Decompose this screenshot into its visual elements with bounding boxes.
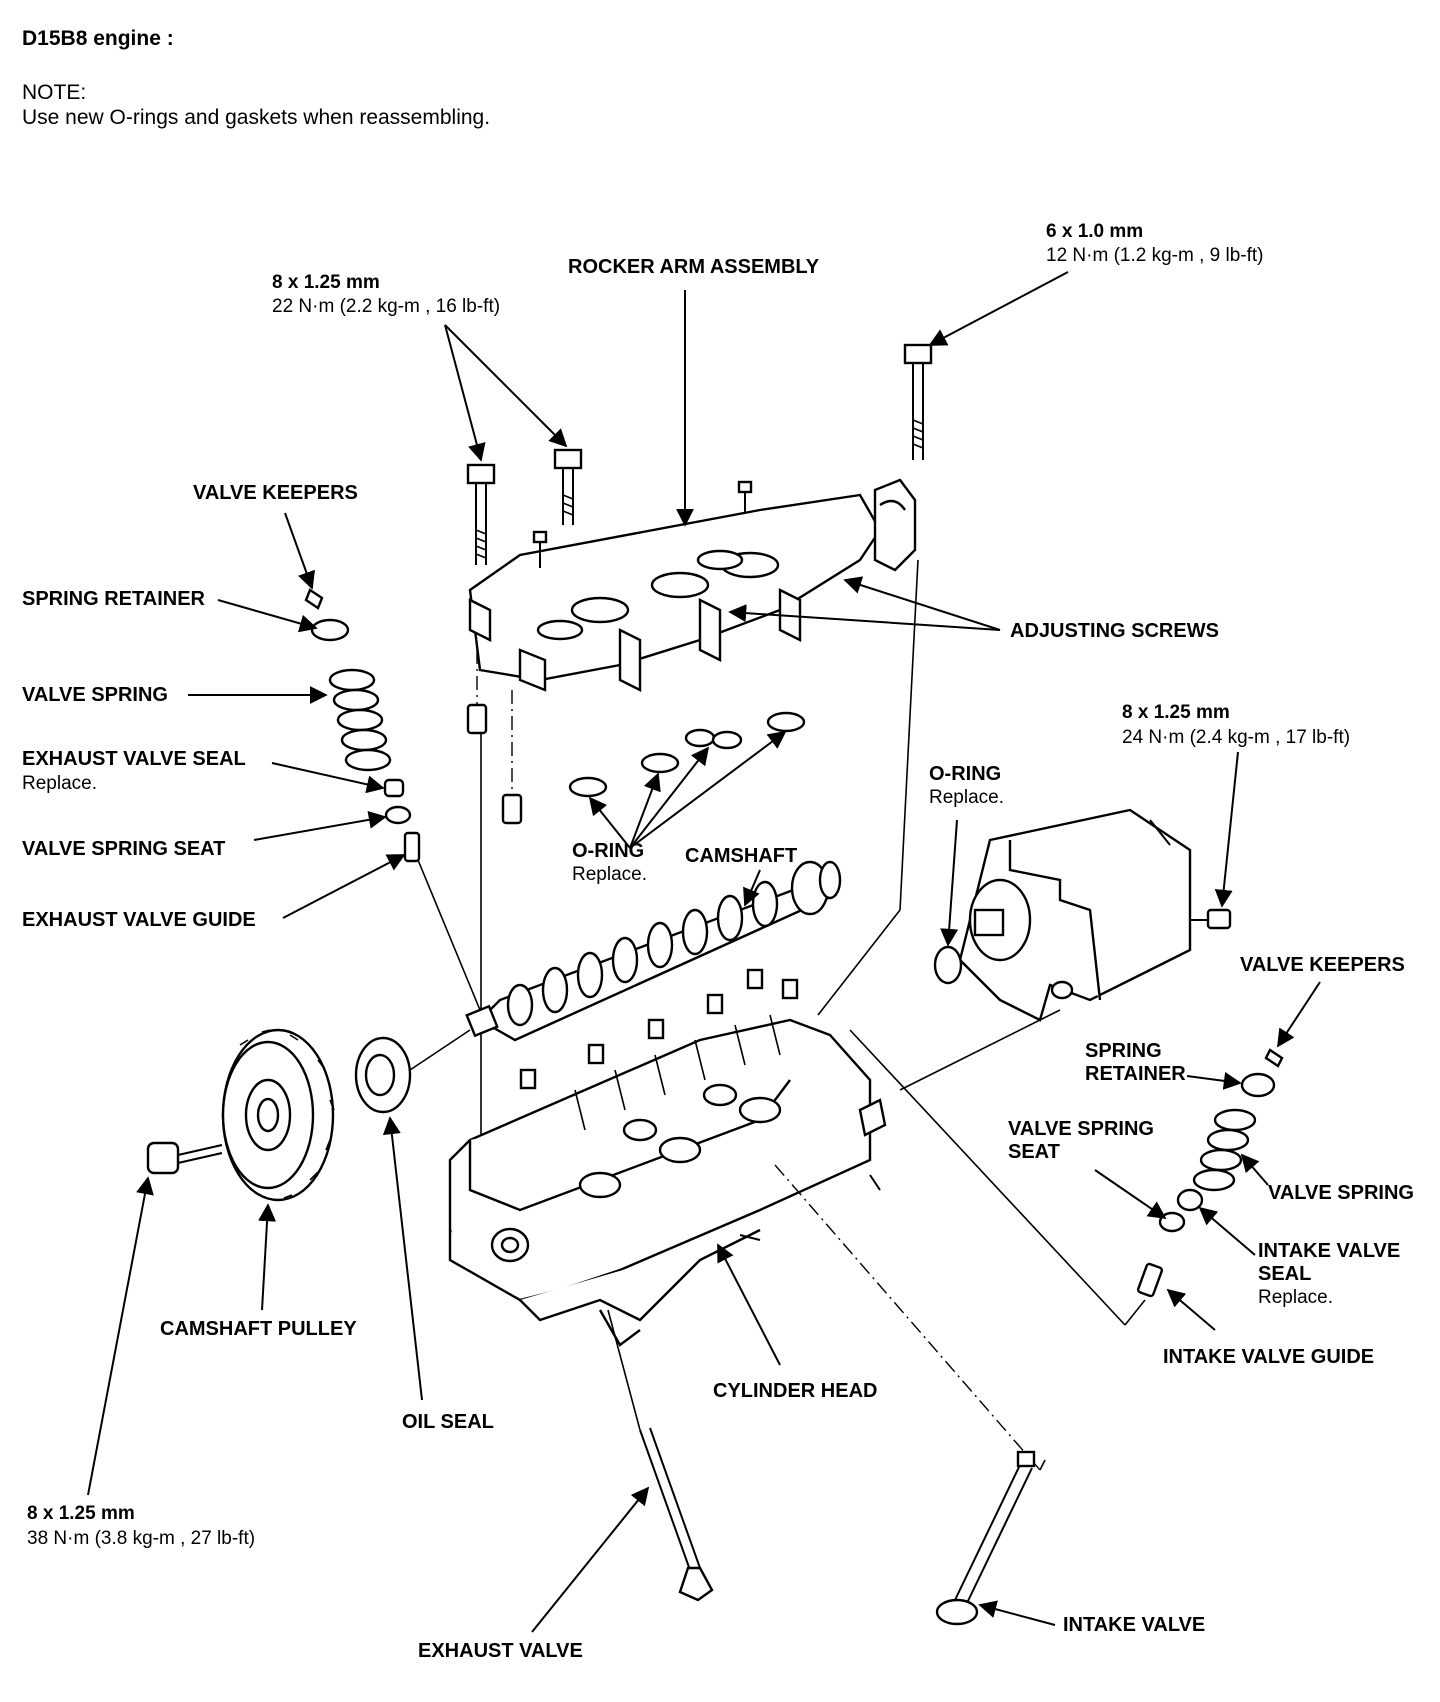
- rocker-bolt-size: 8 x 1.25 mm: [272, 272, 380, 293]
- label-exhaust-valve-guide: EXHAUST VALVE GUIDE: [22, 909, 256, 931]
- note-text: Use new O-rings and gaskets when reassem…: [22, 106, 491, 129]
- distributor-drawing: [958, 808, 1192, 1022]
- exhaust-valve-guide-drawing: [403, 831, 421, 863]
- top-right-bolt-torque: 12 N·m (1.2 kg-m , 9 lb-ft): [1046, 245, 1264, 266]
- spring-retainer-right-drawing: [1240, 1072, 1276, 1098]
- valve-spring-seat-right-drawing: [1158, 1211, 1186, 1233]
- label-camshaft-pulley: CAMSHAFT PULLEY: [160, 1318, 357, 1340]
- distributor-bolt-torque: 24 N·m (2.4 kg-m , 17 lb-ft): [1122, 727, 1351, 748]
- top-right-bolt-size: 6 x 1.0 mm: [1046, 221, 1144, 242]
- label-adjusting-screws: ADJUSTING SCREWS: [1010, 620, 1219, 642]
- label-spring-retainer-left: SPRING RETAINER: [22, 588, 205, 610]
- label-valve-spring-seat-left: VALVE SPRING SEAT: [22, 838, 226, 860]
- o-ring-4: [766, 711, 806, 733]
- intake-valve-guide-drawing: [1136, 1262, 1164, 1298]
- exhaust-valve-drawing: [607, 1309, 714, 1602]
- label-oil-seal: OIL SEAL: [402, 1411, 494, 1433]
- leader-lines: [87, 271, 1321, 1633]
- label-intake-valve-seal-1: INTAKE VALVE: [1258, 1240, 1401, 1262]
- label-o-ring-center: O-RING: [572, 840, 645, 862]
- o-ring-3a: [684, 728, 716, 748]
- intake-valve-seal-drawing: [1176, 1188, 1204, 1212]
- valve-keepers-right-drawing: [1264, 1048, 1284, 1068]
- valve-spring-left-drawing: [328, 668, 392, 772]
- label-intake-valve-seal-note: Replace.: [1258, 1287, 1333, 1308]
- label-valve-spring-right: VALVE SPRING: [1268, 1182, 1414, 1204]
- pulley-bolt-size: 8 x 1.25 mm: [27, 1503, 135, 1524]
- o-ring-right-drawing: [933, 945, 963, 985]
- note-label: NOTE:: [22, 81, 87, 104]
- camshaft-drawing: [465, 860, 842, 1042]
- label-spring-retainer-right-1: SPRING: [1085, 1040, 1162, 1062]
- distributor-bolt-drawing: [1206, 908, 1232, 930]
- top-right-bolt: [903, 343, 933, 460]
- valve-stems: [519, 968, 799, 1090]
- label-valve-spring-seat-right-1: VALVE SPRING: [1008, 1118, 1154, 1140]
- label-o-ring-center-note: Replace.: [572, 864, 647, 885]
- o-ring-1: [568, 776, 608, 798]
- intake-valve-drawing: [774, 1164, 1046, 1626]
- label-valve-keepers-left: VALVE KEEPERS: [193, 482, 358, 504]
- label-spring-retainer-right-2: RETAINER: [1085, 1063, 1186, 1085]
- rocker-arm-assembly-drawing: [468, 478, 917, 692]
- rocker-bolt-torque: 22 N·m (2.2 kg-m , 16 lb-ft): [272, 296, 501, 317]
- o-ring-2: [640, 752, 680, 774]
- label-exhaust-valve: EXHAUST VALVE: [418, 1640, 583, 1662]
- label-intake-valve-guide: INTAKE VALVE GUIDE: [1163, 1346, 1375, 1368]
- label-valve-keepers-right: VALVE KEEPERS: [1240, 954, 1405, 976]
- label-exhaust-valve-seal-note: Replace.: [22, 773, 97, 794]
- o-ring-3b: [711, 730, 743, 750]
- label-exhaust-valve-seal: EXHAUST VALVE SEAL: [22, 748, 246, 770]
- engine-heading: D15B8 engine :: [22, 27, 174, 50]
- dowel-pin-left: [466, 703, 488, 735]
- rocker-bolt-left: [466, 463, 496, 565]
- spring-retainer-left-drawing: [310, 618, 350, 642]
- rocker-bolt-right: [553, 448, 583, 525]
- label-intake-valve: INTAKE VALVE: [1063, 1614, 1206, 1636]
- label-valve-spring-left: VALVE SPRING: [22, 684, 168, 706]
- dowel-pin-center: [501, 793, 523, 825]
- cylinder-head-drawing: [448, 1014, 887, 1347]
- label-o-ring-right: O-RING: [929, 763, 1002, 785]
- distributor-bolt-size: 8 x 1.25 mm: [1122, 702, 1230, 723]
- label-o-ring-right-note: Replace.: [929, 787, 1004, 808]
- label-valve-spring-seat-right-2: SEAT: [1008, 1141, 1060, 1163]
- exhaust-valve-seal-drawing: [383, 778, 405, 798]
- valve-spring-seat-left-drawing: [384, 805, 412, 825]
- valve-spring-right-drawing: [1192, 1108, 1257, 1192]
- valve-keepers-left-drawing: [304, 588, 324, 610]
- label-cylinder-head: CYLINDER HEAD: [713, 1380, 878, 1402]
- camshaft-pulley-drawing: [221, 1028, 335, 1202]
- pulley-bolt-drawing: [146, 1141, 223, 1175]
- label-camshaft: CAMSHAFT: [685, 845, 798, 867]
- label-rocker-arm-assembly: ROCKER ARM ASSEMBLY: [568, 256, 820, 278]
- pulley-bolt-torque: 38 N·m (3.8 kg-m , 27 lb-ft): [27, 1528, 256, 1549]
- label-intake-valve-seal-2: SEAL: [1258, 1263, 1312, 1285]
